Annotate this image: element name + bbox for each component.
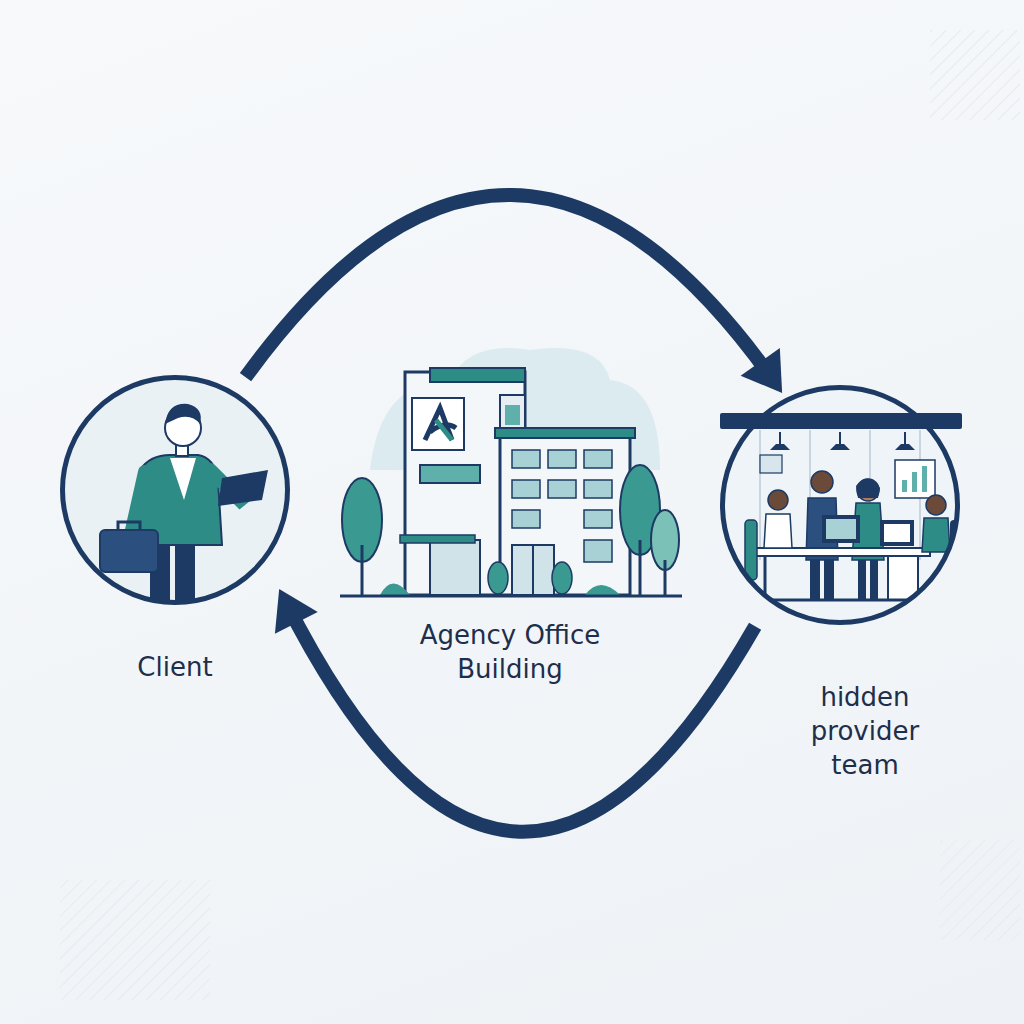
- node-label: Agency Office Building: [380, 618, 640, 686]
- client-circle: Client: [60, 375, 290, 605]
- decor-hatch: [930, 30, 1020, 120]
- arrow-line: [285, 600, 756, 832]
- flow-arrow: [245, 195, 782, 393]
- decor-hatch: [60, 880, 210, 1000]
- agency-building: [340, 348, 682, 596]
- office-roof: [720, 413, 962, 429]
- node-label: Client: [60, 650, 290, 684]
- decor-hatch: [940, 840, 1020, 940]
- flow-arrow: [275, 589, 755, 832]
- arrow-line: [245, 195, 775, 383]
- client-figure: [63, 378, 287, 620]
- node-label: hidden provider team: [785, 680, 945, 782]
- building-area: Agency Office Building: [340, 362, 680, 600]
- arrow-head: [275, 589, 318, 634]
- team-circle: hidden provider team: [720, 385, 960, 625]
- arrow-head: [741, 348, 783, 393]
